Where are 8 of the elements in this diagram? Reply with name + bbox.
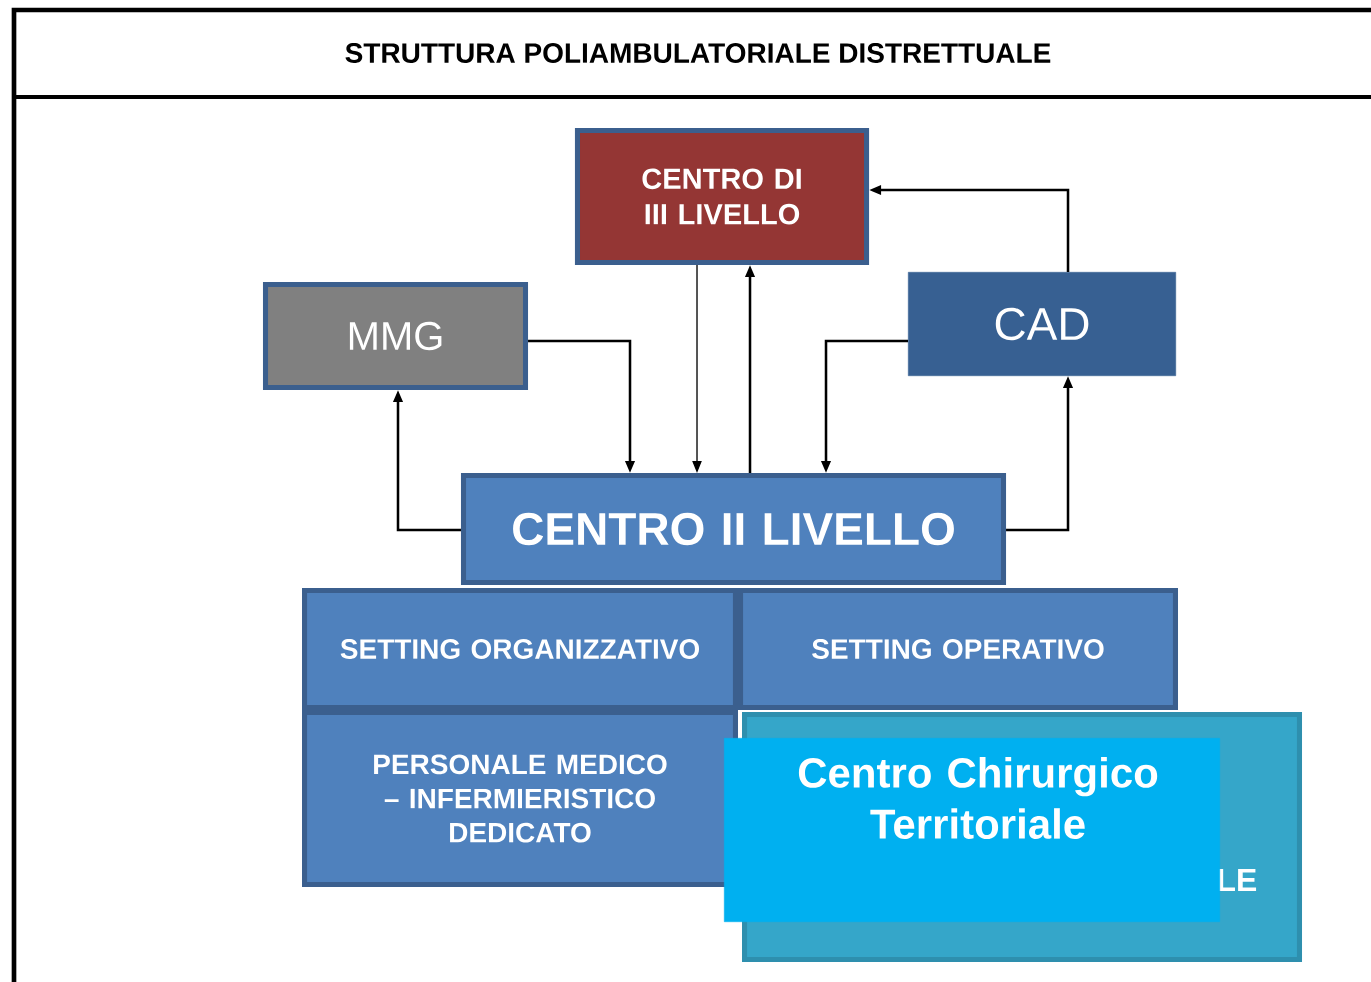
process-box: MMG (262, 282, 529, 390)
title: STRUTTURA POLIAMBULATORIALE DISTRETTUALE (345, 43, 1051, 63)
process-box: CAD (908, 272, 1176, 376)
table-cell: SETTING OPERATIVO (738, 587, 1178, 711)
level-box: CENTRO II LIVELLO (460, 473, 1007, 585)
table-cell: SETTING ORGANIZZATIVO (302, 587, 738, 711)
table-cell: PERSONALE MEDICO – INFERMIERISTICO DEDICATO (302, 709, 738, 888)
level-box: CENTRO DI III LIVELLO (574, 127, 870, 266)
